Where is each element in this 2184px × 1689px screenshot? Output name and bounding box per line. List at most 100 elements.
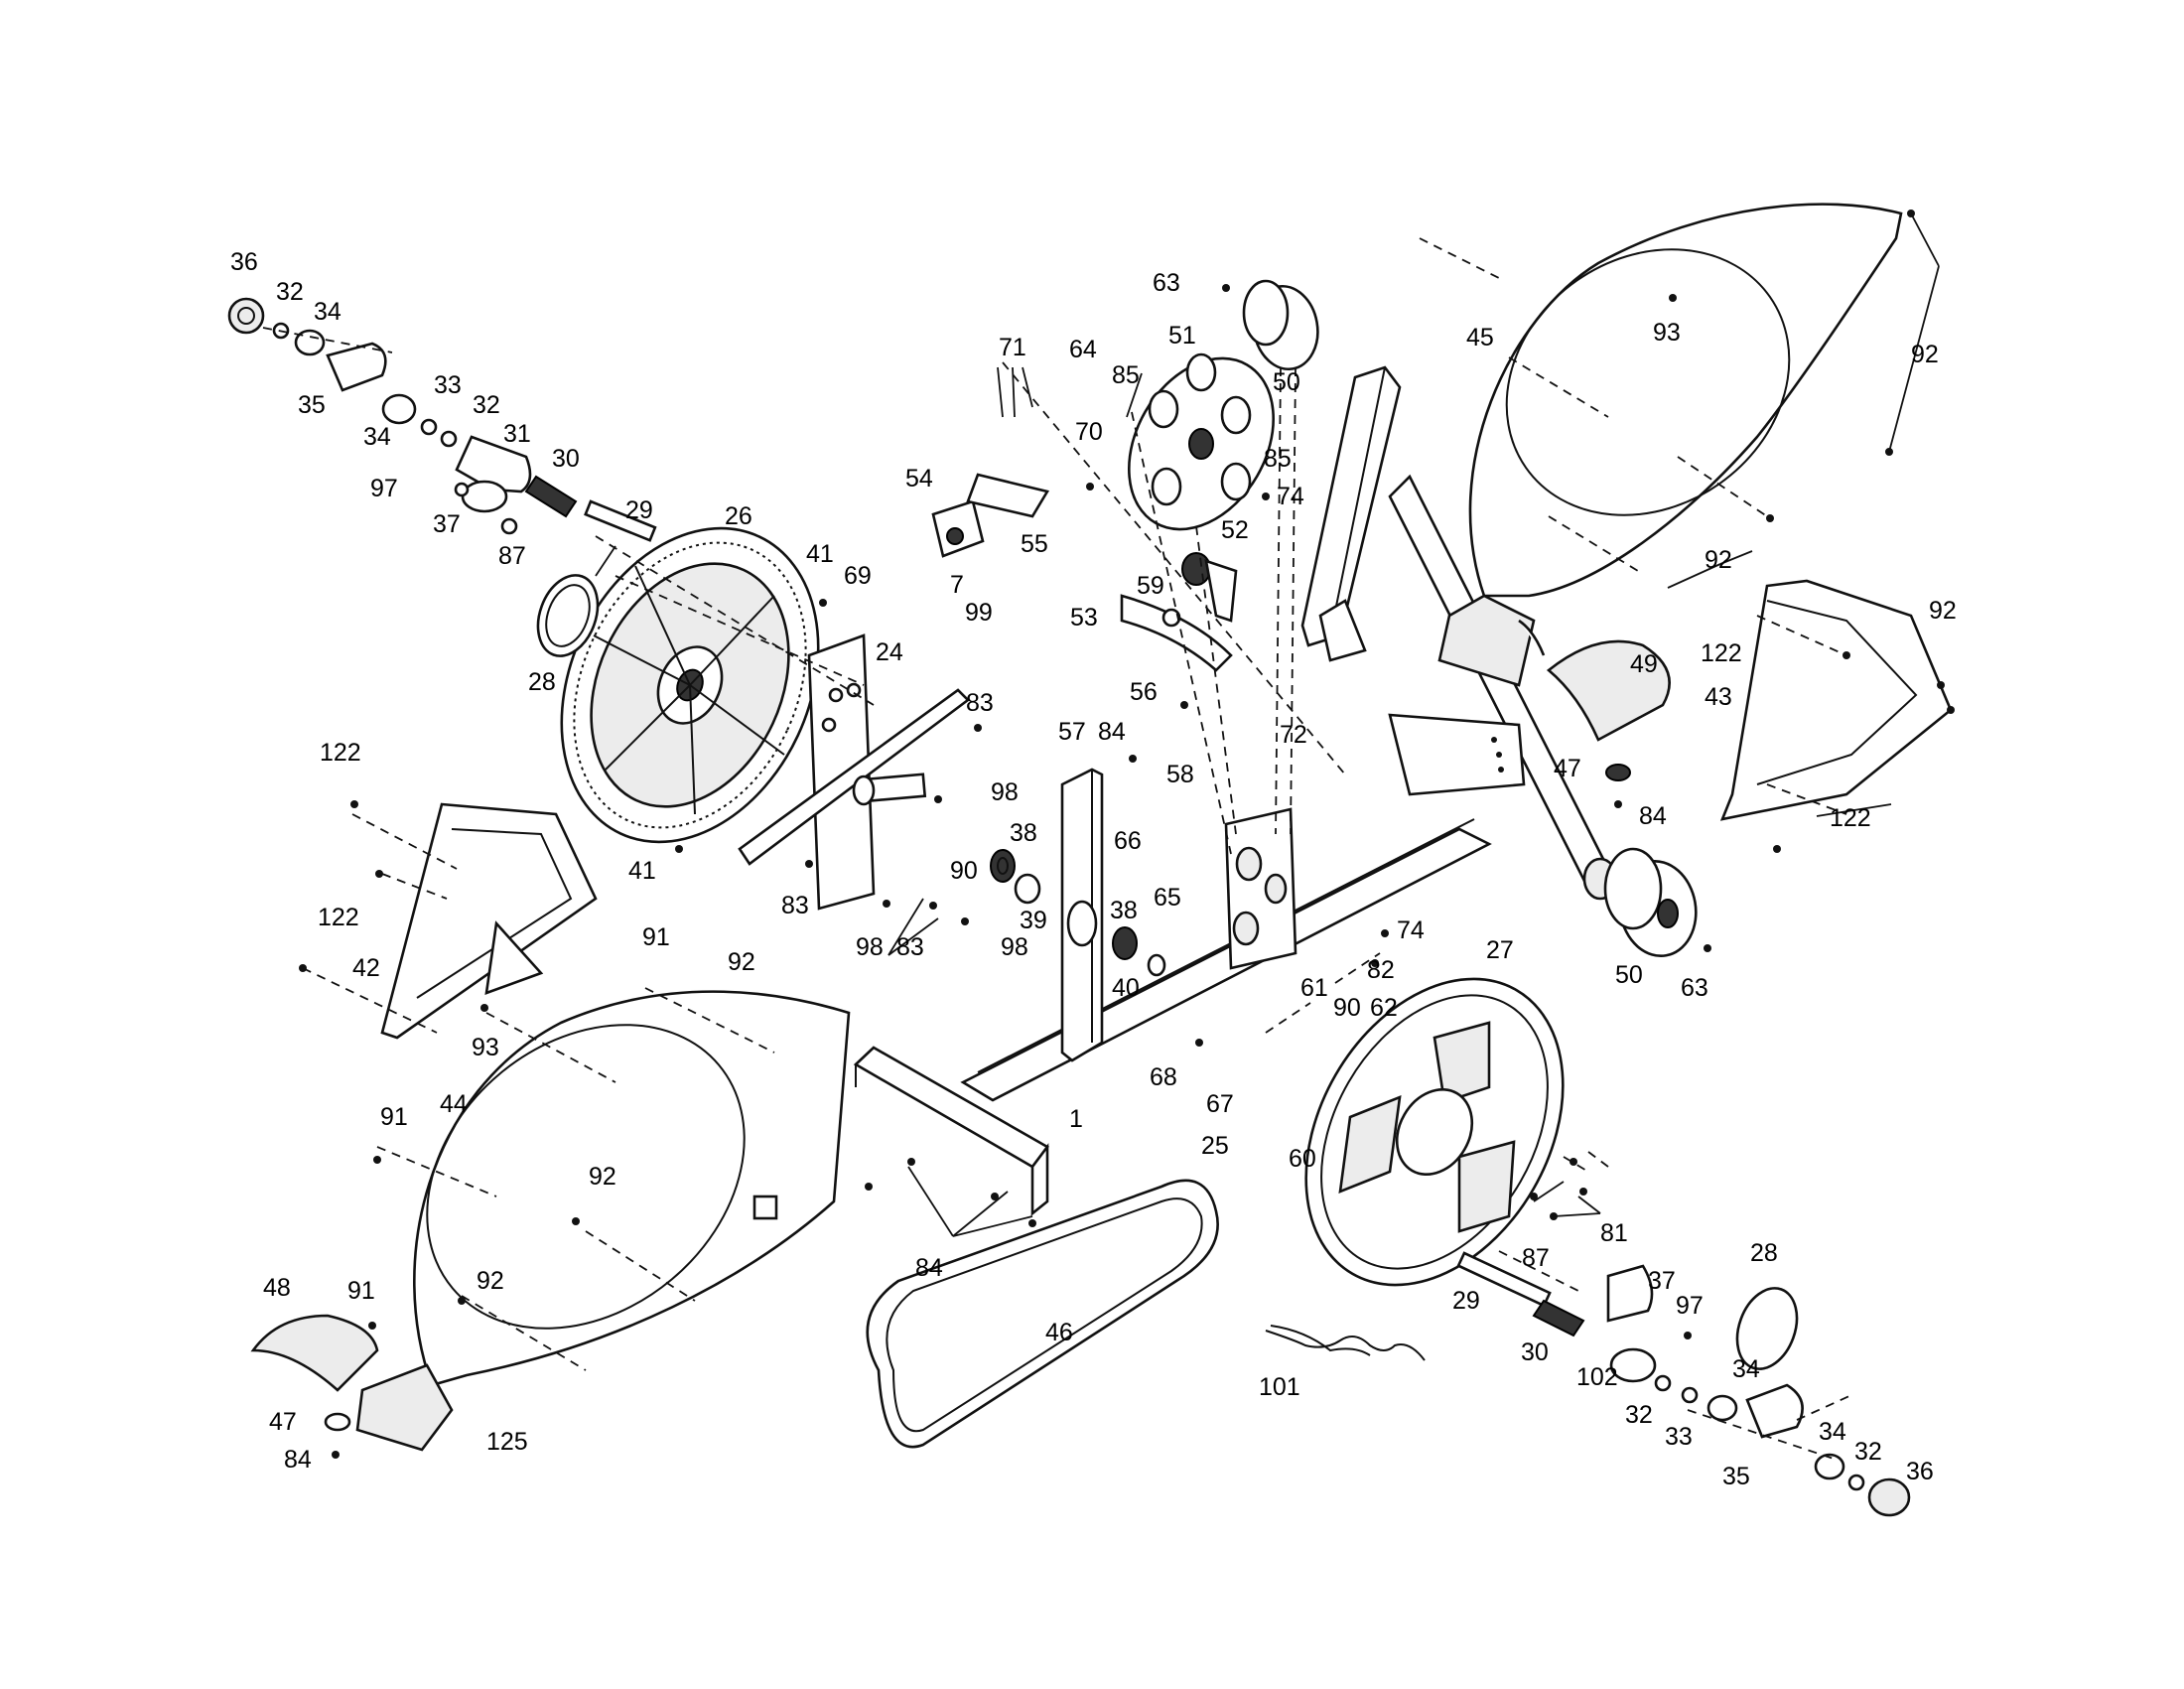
callout-98: 98 xyxy=(991,778,1019,806)
callout-92: 92 xyxy=(1705,546,1732,574)
callout-122: 122 xyxy=(318,904,359,931)
callout-38: 38 xyxy=(1110,897,1138,924)
right-front-cover xyxy=(1719,579,1953,821)
callout-30: 30 xyxy=(552,445,580,473)
callout-67: 67 xyxy=(1206,1090,1234,1118)
callout-71: 71 xyxy=(999,334,1026,361)
callout-29: 29 xyxy=(1452,1287,1480,1315)
callout-65: 65 xyxy=(1154,884,1181,912)
callout-62: 62 xyxy=(1370,994,1398,1022)
callout-32: 32 xyxy=(473,391,500,419)
callout-85: 85 xyxy=(1112,361,1140,389)
callout-92: 92 xyxy=(728,948,755,976)
callout-97: 97 xyxy=(1676,1292,1704,1320)
callout-1: 1 xyxy=(1069,1105,1083,1133)
callout-30: 30 xyxy=(1521,1338,1549,1366)
callout-74: 74 xyxy=(1397,916,1425,944)
fasteners xyxy=(299,210,1955,1459)
callout-49: 49 xyxy=(1630,650,1658,678)
callout-32: 32 xyxy=(1625,1401,1653,1429)
callout-27: 27 xyxy=(1486,936,1514,964)
callout-92: 92 xyxy=(477,1267,504,1295)
callout-83: 83 xyxy=(966,689,994,717)
callout-50: 50 xyxy=(1615,961,1643,989)
callout-35: 35 xyxy=(1722,1463,1750,1490)
callout-56: 56 xyxy=(1130,678,1158,706)
callout-90: 90 xyxy=(950,857,978,885)
foot-47-right xyxy=(1605,764,1631,781)
callout-91: 91 xyxy=(347,1277,375,1305)
assembly-lines xyxy=(262,237,1852,1461)
callout-26: 26 xyxy=(725,502,752,530)
leader-lines xyxy=(595,212,1940,1237)
brake-components xyxy=(931,473,1238,672)
cover-49 xyxy=(1546,639,1671,742)
callout-32: 32 xyxy=(276,278,304,306)
callout-33: 33 xyxy=(434,371,462,399)
callout-32: 32 xyxy=(1854,1438,1882,1466)
callout-60: 60 xyxy=(1289,1145,1316,1173)
callout-84: 84 xyxy=(915,1254,943,1282)
callout-42: 42 xyxy=(352,954,380,982)
callout-91: 91 xyxy=(380,1103,408,1131)
idler-pulley xyxy=(1128,352,1275,531)
left-crank-assembly xyxy=(227,297,657,542)
callout-7: 7 xyxy=(950,571,964,599)
callout-50: 50 xyxy=(1273,368,1300,396)
foot-47-left xyxy=(324,1412,351,1432)
callout-93: 93 xyxy=(472,1034,499,1061)
callout-87: 87 xyxy=(1522,1244,1550,1272)
callout-36: 36 xyxy=(1906,1458,1934,1485)
callout-92: 92 xyxy=(589,1163,616,1191)
callout-97: 97 xyxy=(370,475,398,502)
callout-34: 34 xyxy=(314,298,341,326)
callout-28: 28 xyxy=(528,668,556,696)
drive-belt xyxy=(866,1179,1219,1449)
callout-122: 122 xyxy=(1701,639,1742,667)
drive-pulley xyxy=(1304,977,1565,1287)
callout-93: 93 xyxy=(1653,319,1681,347)
left-shield xyxy=(413,990,851,1387)
callout-82: 82 xyxy=(1367,956,1395,984)
callout-48: 48 xyxy=(263,1274,291,1302)
callout-57: 57 xyxy=(1058,718,1086,746)
flywheel xyxy=(536,526,820,844)
callout-39: 39 xyxy=(1020,907,1047,934)
cover-48 xyxy=(250,1314,379,1392)
callout-36: 36 xyxy=(230,248,258,276)
callout-83: 83 xyxy=(781,892,809,919)
callout-98: 98 xyxy=(856,933,884,961)
callout-61: 61 xyxy=(1300,974,1328,1002)
callout-47: 47 xyxy=(269,1408,297,1436)
callout-41: 41 xyxy=(806,540,834,568)
callout-63: 63 xyxy=(1153,269,1180,297)
callout-102: 102 xyxy=(1576,1363,1618,1391)
callout-43: 43 xyxy=(1705,683,1732,711)
callout-69: 69 xyxy=(844,562,872,590)
callout-59: 59 xyxy=(1137,572,1164,600)
left-front-cover xyxy=(380,802,598,1040)
callout-25: 25 xyxy=(1201,1132,1229,1160)
callout-92: 92 xyxy=(1929,597,1957,625)
callout-31: 31 xyxy=(503,420,531,448)
callout-63: 63 xyxy=(1681,974,1708,1002)
callout-55: 55 xyxy=(1021,530,1048,558)
callout-122: 122 xyxy=(1830,804,1871,832)
callout-37: 37 xyxy=(433,510,461,538)
callout-125: 125 xyxy=(486,1428,528,1456)
crank-plate xyxy=(738,633,970,911)
callout-91: 91 xyxy=(642,923,670,951)
callout-46: 46 xyxy=(1045,1319,1073,1346)
callout-labels: 36 32 34 35 34 33 32 31 30 97 37 29 87 2… xyxy=(230,248,1957,1490)
callout-53: 53 xyxy=(1070,604,1098,632)
callout-41: 41 xyxy=(628,857,656,885)
callout-98: 98 xyxy=(1001,933,1028,961)
callout-84: 84 xyxy=(1098,718,1126,746)
callout-64: 64 xyxy=(1069,336,1097,363)
callout-122: 122 xyxy=(320,739,361,767)
callout-28: 28 xyxy=(1750,1239,1778,1267)
callout-52: 52 xyxy=(1221,516,1249,544)
callout-72: 72 xyxy=(1280,721,1307,749)
callout-24: 24 xyxy=(876,638,903,666)
